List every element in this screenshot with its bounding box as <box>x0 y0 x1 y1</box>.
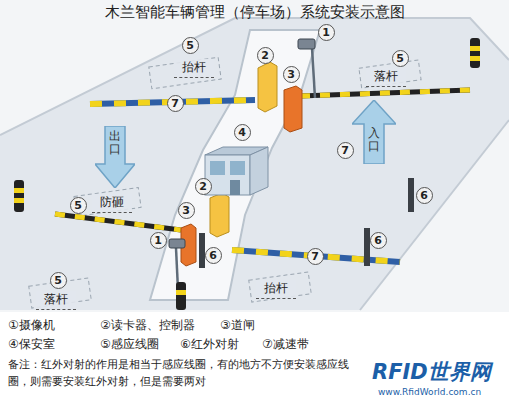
callout-number: 2 <box>199 181 207 192</box>
callout-circle: 7 <box>167 95 184 112</box>
callout-number: 3 <box>287 69 295 80</box>
loop-label: 抬杆 <box>256 280 296 299</box>
callout-circle: 2 <box>195 178 212 195</box>
arrow-text: 出口 <box>109 130 121 156</box>
callout-circle: 6 <box>205 247 222 264</box>
loop-label: 防砸 <box>92 194 132 213</box>
callout-circle: 4 <box>234 124 251 141</box>
lane-arrow: 入口 <box>352 100 396 164</box>
callout-circle: 5 <box>182 37 199 54</box>
legend-item: ①摄像机 <box>8 317 55 334</box>
watermark-logo: RFID世界网 <box>372 358 491 386</box>
callout-circle: 3 <box>283 66 300 83</box>
callout-number: 6 <box>420 190 428 201</box>
callout-number: 7 <box>311 251 319 262</box>
callout-circle: 7 <box>337 142 354 159</box>
callout-circle: 5 <box>70 197 87 214</box>
loop-label: 落杆 <box>366 68 406 87</box>
callout-circle: 3 <box>178 202 195 219</box>
callout-circle: 7 <box>307 248 324 265</box>
note-text: 备注：红外对射的作用是相当于感应线圈，有的地方不方便安装感应线圈，则需要安装红外… <box>8 356 353 390</box>
title: 木兰智能车辆管理（停车场）系统安装示意图 <box>0 3 509 22</box>
callout-number: 5 <box>74 200 82 211</box>
legend-item: ⑦减速带 <box>262 336 309 353</box>
callout-number: 1 <box>154 235 162 246</box>
callout-number: 5 <box>54 275 62 286</box>
legend-item: ③道闸 <box>220 317 255 334</box>
callout-number: 5 <box>396 53 404 64</box>
arrow-text: 入口 <box>368 127 380 153</box>
loop-label: 抬杆 <box>174 59 214 78</box>
legend-item: ⑥红外对射 <box>180 336 239 353</box>
loop-label: 落杆 <box>36 291 76 310</box>
callout-number: 3 <box>182 205 190 216</box>
watermark-url: www.RfidWorld.com.cn <box>378 387 481 397</box>
callout-circle: 5 <box>392 50 409 67</box>
callout-number: 6 <box>374 235 382 246</box>
legend-item: ⑤感应线圈 <box>100 336 159 353</box>
legend-item: ②读卡器、控制器 <box>100 317 195 334</box>
legend-item: ④保安室 <box>8 336 55 353</box>
callout-circle: 2 <box>257 47 274 64</box>
callout-number: 5 <box>186 40 194 51</box>
callout-number: 1 <box>322 27 330 38</box>
callout-circle: 6 <box>370 232 387 249</box>
callout-circle: 1 <box>150 232 167 249</box>
callout-number: 6 <box>209 250 217 261</box>
callout-circle: 6 <box>416 187 433 204</box>
callout-number: 2 <box>261 50 269 61</box>
callout-number: 7 <box>341 145 349 156</box>
callout-circle: 5 <box>50 272 67 289</box>
lane-arrow: 出口 <box>95 126 135 188</box>
callout-number: 7 <box>171 98 179 109</box>
callout-circle: 1 <box>318 24 335 41</box>
callout-number: 4 <box>238 127 246 138</box>
